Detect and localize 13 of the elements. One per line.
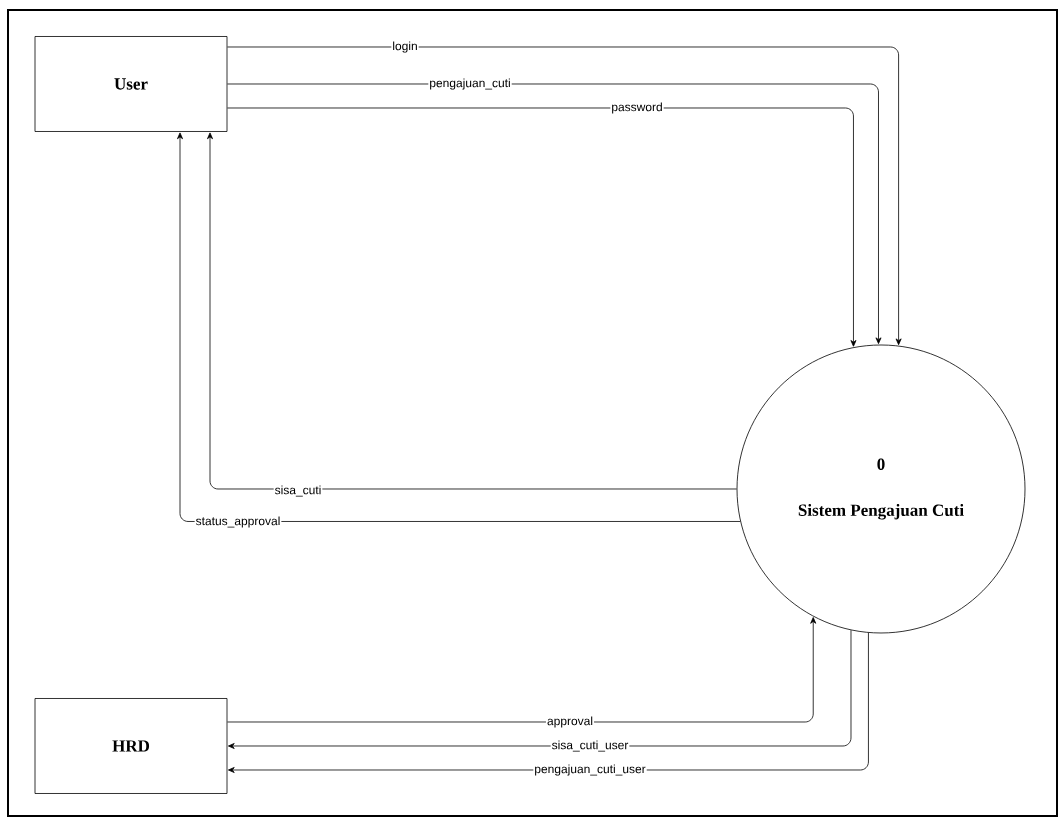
entity-box: HRD <box>34 698 228 794</box>
edge-label: pengajuan_cuti_user <box>533 763 647 777</box>
arrow <box>227 46 902 346</box>
entity-box: User <box>34 36 228 132</box>
edge-label: password <box>610 101 664 115</box>
edge-label: sisa_cuti_user <box>550 739 630 753</box>
arrow <box>228 629 852 749</box>
arrow <box>227 617 817 723</box>
edge-label: status_approval <box>194 515 282 529</box>
edge-label: approval <box>546 715 594 729</box>
edge-label: sisa_cuti <box>273 484 323 498</box>
edge-label: login <box>391 40 419 54</box>
edge-label: pengajuan_cuti <box>428 77 512 91</box>
